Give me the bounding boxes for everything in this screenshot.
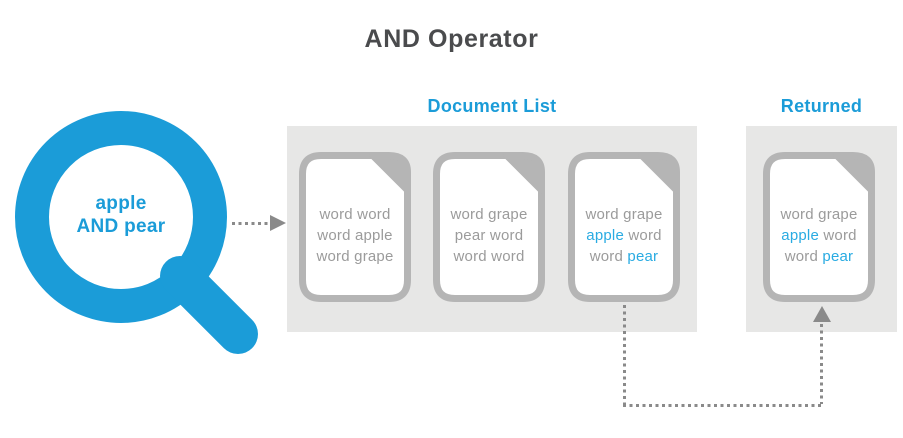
returned-document: word grape apple word word pear — [763, 152, 875, 302]
document-text-line: word pear — [784, 248, 854, 265]
document-text-line: word grape — [585, 206, 663, 223]
document-page — [299, 152, 411, 302]
document-text: word grape pear word word word — [433, 204, 545, 267]
match-connector-up — [820, 324, 823, 404]
returned-header: Returned — [780, 96, 863, 116]
document-page — [763, 152, 875, 302]
document-text-line: pear word — [454, 227, 524, 244]
returned-panel: word grape apple word word pear — [746, 126, 897, 332]
document-icon — [763, 152, 875, 302]
document-icon — [299, 152, 411, 302]
document-text-line: apple word — [781, 227, 857, 244]
highlighted-keyword: pear — [822, 248, 854, 265]
result-arrowhead-icon — [813, 306, 831, 322]
query-line-2: AND pear — [76, 216, 166, 237]
document-fold — [638, 152, 680, 194]
match-connector-across — [623, 404, 823, 407]
document-text-line: word word — [453, 248, 525, 265]
document-text-line: word grape — [780, 206, 858, 223]
document-3: word grape apple word word pear — [568, 152, 680, 302]
magnifier-lens — [15, 111, 227, 323]
search-query-text: apple AND pear — [21, 192, 221, 238]
document-text-line: word apple — [317, 227, 393, 244]
document-fold — [503, 152, 545, 194]
document-text: word word word apple word grape — [299, 204, 411, 267]
document-2: word grape pear word word word — [433, 152, 545, 302]
document-text-line: apple word — [586, 227, 662, 244]
magnifier-handle — [160, 256, 258, 354]
document-icon — [433, 152, 545, 302]
document-page — [568, 152, 680, 302]
document-fold — [833, 152, 875, 194]
document-1: word word word apple word grape — [299, 152, 411, 302]
page-title: AND Operator — [364, 25, 539, 53]
match-connector-down — [623, 305, 626, 406]
document-list-header: Document List — [427, 96, 557, 116]
document-text-line: word grape — [450, 206, 528, 223]
document-page — [433, 152, 545, 302]
highlighted-keyword: apple — [586, 227, 624, 244]
document-text-line: word word — [319, 206, 391, 223]
highlighted-keyword: apple — [781, 227, 819, 244]
query-line-1: apple — [95, 193, 147, 214]
document-icon — [568, 152, 680, 302]
query-arrowhead-icon — [270, 215, 286, 231]
magnifier-icon — [15, 111, 258, 354]
document-text-line: word pear — [589, 248, 659, 265]
document-text: word grape apple word word pear — [568, 204, 680, 267]
highlighted-keyword: pear — [627, 248, 659, 265]
document-text: word grape apple word word pear — [763, 204, 875, 267]
document-list-panel: word word word apple word grape word grape p… — [287, 126, 697, 332]
document-fold — [369, 152, 411, 194]
query-arrow-line — [232, 222, 271, 225]
document-text-line: word grape — [316, 248, 394, 265]
